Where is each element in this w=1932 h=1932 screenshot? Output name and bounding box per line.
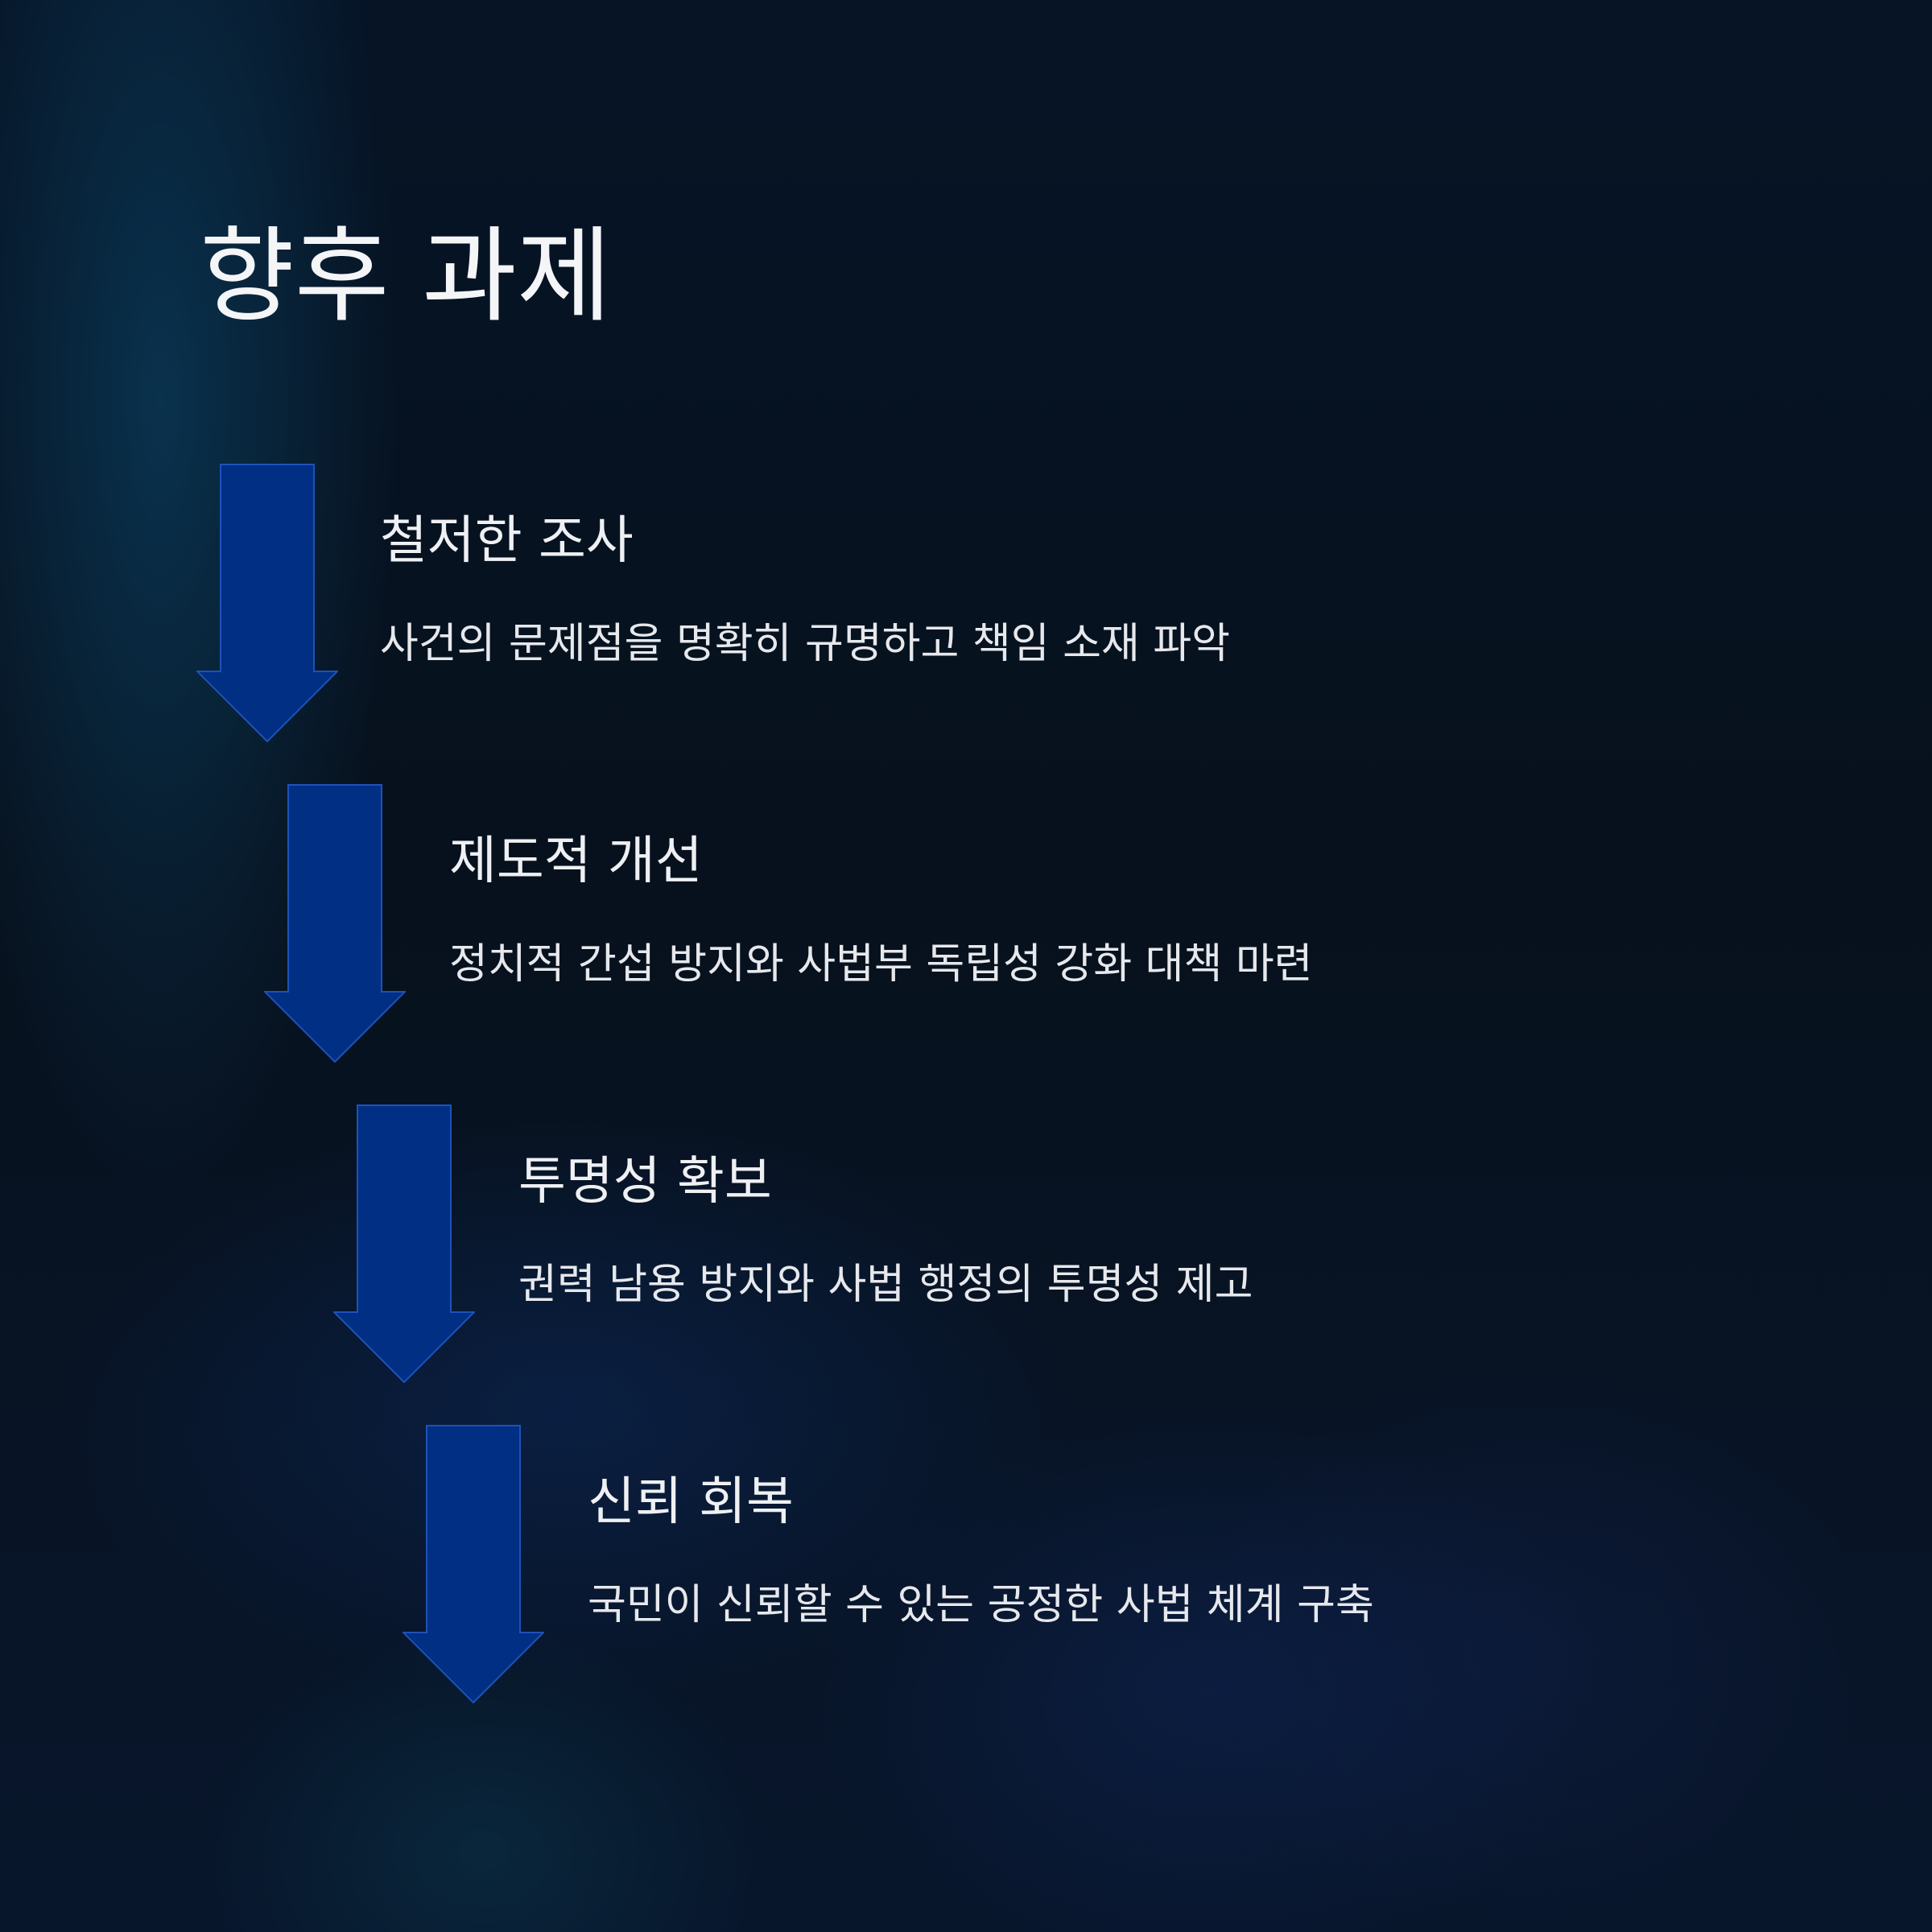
step-description: 정치적 간섭 방지와 사법부 독립성 강화 대책 마련 — [449, 940, 1313, 989]
step-heading: 제도적 개선 — [449, 832, 703, 891]
down-arrow-icon — [333, 1104, 475, 1383]
down-arrow-icon — [196, 464, 338, 742]
step-description: 국민이 신뢰할 수 있는 공정한 사법 체계 구축 — [588, 1581, 1374, 1629]
step-heading: 신뢰 회복 — [588, 1472, 794, 1532]
step-heading: 투명성 확보 — [518, 1152, 772, 1212]
down-arrow-icon — [264, 784, 406, 1063]
step-description: 권력 남용 방지와 사법 행정의 투명성 제고 — [518, 1261, 1253, 1309]
step-description: 사건의 문제점을 명확히 규명하고 책임 소재 파악 — [380, 620, 1230, 668]
page-title: 향후 과제 — [200, 217, 612, 336]
step-heading: 철저한 조사 — [380, 511, 634, 571]
down-arrow-icon — [402, 1425, 544, 1703]
